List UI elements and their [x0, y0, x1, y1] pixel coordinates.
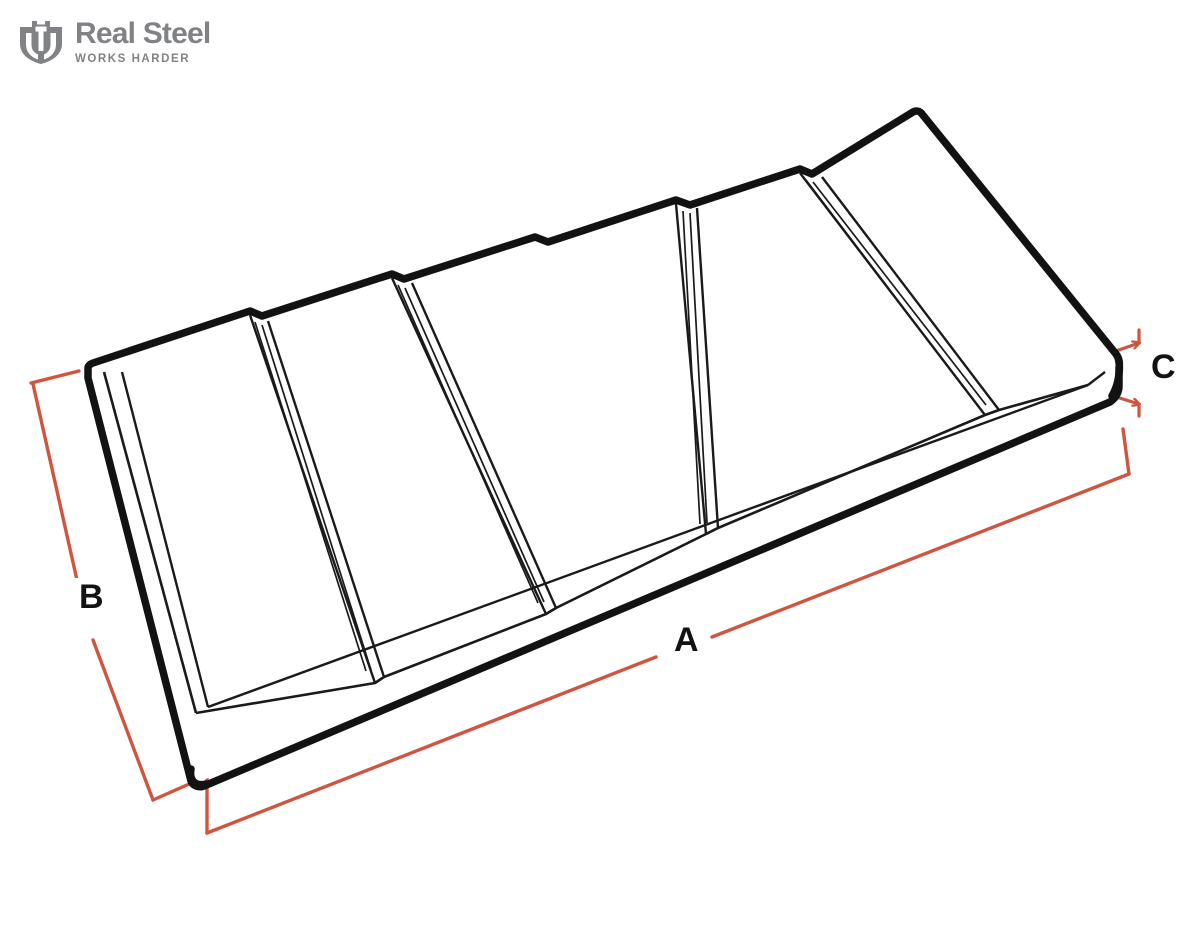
dimension-a: [205, 427, 1131, 835]
dimension-lines: [29, 328, 1139, 835]
panel-right-corner: [1108, 350, 1124, 400]
dimension-label-a: A: [668, 621, 705, 659]
panel-top-face: [88, 115, 1118, 783]
panel-rib-1: [248, 314, 386, 684]
brand-tagline: WORKS HARDER: [75, 52, 191, 65]
brand-name: Real Steel: [75, 16, 211, 50]
dimension-label-c: C: [1145, 348, 1182, 386]
steel-panel-object: [84, 107, 1124, 791]
panel-lower-fold: [195, 383, 1089, 715]
panel-left-inner-edge: [102, 371, 198, 714]
brand-logo: Real Steel WORKS HARDER: [18, 16, 211, 66]
panel-front-thickness-edge: [207, 383, 1089, 709]
shield-anvil-icon: [20, 21, 62, 64]
brand-wordmark: Real Steel WORKS HARDER: [75, 16, 211, 66]
panel-right-inner-edge: [1087, 371, 1106, 386]
panel-bottom-left-corner: [186, 765, 210, 789]
dimension-label-b: B: [73, 578, 110, 616]
panel-left-inner-edge-2: [120, 371, 210, 708]
